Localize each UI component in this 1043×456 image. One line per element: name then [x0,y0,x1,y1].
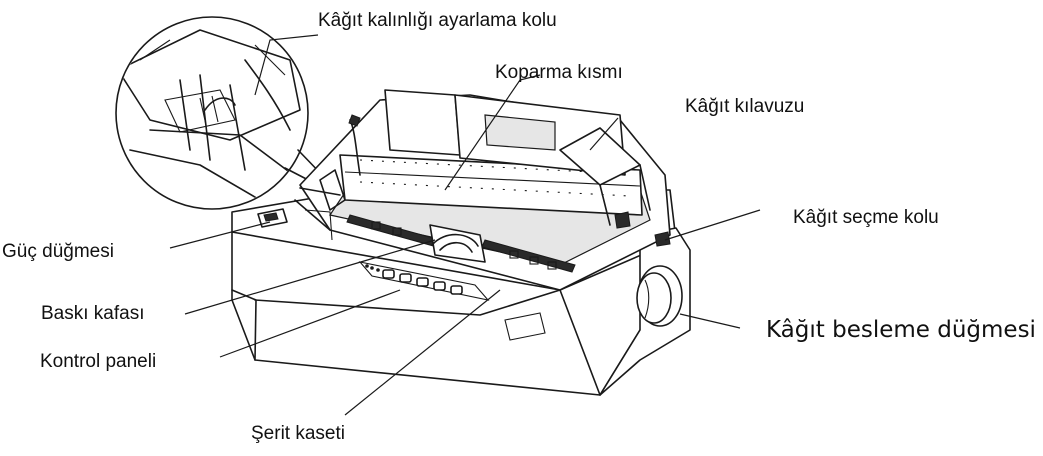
label-control-panel: Kontrol paneli [40,351,157,372]
paper-feed-knob [636,265,683,327]
label-paper-feed-knob: Kâğıt besleme düğmesi [766,317,1036,343]
label-tear-off: Koparma kısmı [495,62,623,83]
printer-body [231,89,691,396]
label-print-head: Baskı kafası [41,303,145,324]
label-power-button: Güç düğmesi [2,241,114,262]
leader-lines [169,34,761,416]
tear-off-dots [359,159,631,197]
label-paper-select-lever: Kâğıt seçme kolu [793,207,939,228]
label-paper-thickness-lever: Kâğıt kalınlığı ayarlama kolu [318,10,557,31]
control-panel-buttons [358,261,490,301]
label-ribbon-cassette: Şerit kaseti [251,423,345,444]
magnified-detail-view [115,16,326,210]
power-switch [257,208,288,228]
label-paper-guide: Kâğıt kılavuzu [685,96,805,117]
